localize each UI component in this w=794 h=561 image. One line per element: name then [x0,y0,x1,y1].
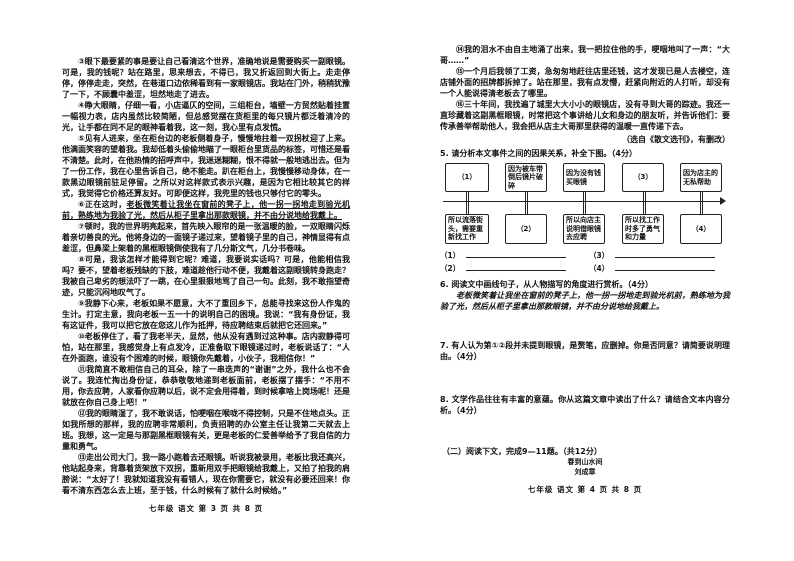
paragraph-4: ④睁大眼睛，仔细一看，小店逼仄的空间，三组柜台，墙壁一方贸然贴着挂置一幅视力表，… [62,101,350,132]
cause-box-1: （1） [445,163,489,192]
timeline-arrow [443,201,720,202]
answer-line[interactable] [466,251,567,258]
paragraph-3: ③眼下最要紧的事是要让自己看清这个世界，准确地说是需要购买一副眼镜。可是，我的钱… [62,57,350,99]
section-2-title-block: 春到山水间 刘成章 [440,457,730,477]
question-6-block: 6. 阅读文中画线句子，从人物描写的角度进行赏析。（4分） 老板微笑着让我坐在窗… [440,279,730,312]
right-text-column: ⑭我的泪水不由自主地涌了出来，我一把拉住他的手，哽咽地叫了一声：“大哥……” ⑮… [440,44,730,159]
page-footer-3: 七年级 语文 第 3 页 共 8 页 [148,504,264,513]
answer-blank-3[interactable]: （3） [589,251,730,261]
section-2-heading: （二）阅读下文，完成9—11题。（共12分） [442,447,602,456]
cause-box-2: 因为被车带倒后镜片破碎 [505,163,547,192]
page-footer-4: 七年级 语文 第 4 页 共 8 页 [527,485,643,494]
cause-box-3: 因为没有钱买眼镜 [563,163,605,192]
connector [643,191,646,215]
paragraph-12: ⑫我的眼睛湿了，我不敢说话，怕哽咽在喉咙不得控制，只是不住地点头。正如我所想的那… [62,409,350,451]
connector [583,191,586,215]
answer-line[interactable] [615,251,716,258]
paragraph-16: ⑯三十年间，我找遍了城里大大小小的眼镜店，没有寻到大哥的踪迹。我还一直珍藏着这副… [440,100,730,131]
paragraph-13: ⑬走出公司大门，我一路小跑着去还眼镜。听说我被录用，老板比我还高兴，他站起身来，… [62,453,350,495]
right-page: ⑭我的泪水不由自主地涌了出来，我一把拉住他的手，哽咽地叫了一声：“大哥……” ⑮… [440,44,730,495]
blank-label: （3） [589,251,610,260]
section-2-author: 刘成章 [574,468,596,476]
paragraph-5: ⑤见有人进来，坐在柜台边的老板侧着身子，慢慢地拄着一双拐杖迎了上来。他满面笑容的… [62,134,350,198]
connector [466,191,469,215]
left-page: ③眼下最要紧的事是要让自己看清这个世界，准确地说是需要购买一副眼镜。可是，我的钱… [62,56,350,514]
paragraph-10: ⑩老板停住了，看了我老半天，显然，他从没有遇到过这种事。店内寂静得可怕，站在那里… [62,332,350,363]
section-2-block: （二）阅读下文，完成9—11题。（共12分） [440,446,730,457]
arrow-head-icon [720,197,726,205]
cause-box-4: （3） [622,163,664,192]
blank-label: （4） [589,264,610,273]
question-5: 5. 请分析本文事件之间的因果关系，补全下图。（4分） [440,149,637,158]
paragraph-8: ⑧可是，我该怎样才能得到它呢？难道，我要说实话吗？可是，他能相信我吗？要不，望着… [62,255,350,297]
cause-box-5: 因为店主的无私帮助 [680,163,722,192]
paragraph-7: ⑦顿时，我的世界明亮起来，首先映入眼帘的是一张温暖的脸，一双眼睛闪烁着亲切善良的… [62,222,350,253]
connector [700,191,703,215]
effect-box-2: （2） [505,214,547,244]
paragraph-6: ⑥正在这时，老板微笑着让我坐在窗前的凳子上，他一拐一拐地走到验光机前，熟练地为我… [62,199,350,221]
answer-blank-1[interactable]: （1） [440,251,589,261]
answer-blank-2[interactable]: （2） [440,264,589,274]
paragraph-9: ⑨我静下心来，老板如果不愿意，大不了重回乡下，总能寻找来这份人作鬼的生计。打定主… [62,299,350,330]
blank-label: （1） [440,251,461,260]
question-8: 8. 文学作品往往有丰富的意蕴。你从这篇文章中读出了什么？请结合文本内容分析。（… [440,395,730,415]
question-7-block: 7. 有人认为第①②段并未提到眼镜，是赘笔，应删掉。你是否同意？请简要说明理由。… [440,340,730,362]
paragraph-15: ⑮一个月后我领了工资，急匆匆地赶往店里还钱，这才发现已是人去楼空，连店铺外面的招… [440,67,730,98]
question-7: 7. 有人认为第①②段并未提到眼镜，是赘笔，应删掉。你是否同意？请简要说明理由。… [440,341,730,361]
answer-line[interactable] [466,264,567,271]
answer-blanks: （1） （3） （2） （4） [440,251,730,274]
underlined-sentence: 老板微笑着让我坐在窗前的凳子上，他一拐一拐地走到验光机前，熟练地为我验了光，然后… [62,200,351,220]
question-8-block: 8. 文学作品往往有丰富的意蕴。你从这篇文章中读出了什么？请结合文本内容分析。（… [440,394,730,416]
answer-line[interactable] [615,264,716,271]
effect-box-5: （4） [680,214,722,244]
effect-box-4: 所以找工作时多了勇气和力量 [622,214,664,244]
source-note: （选自《散文选刊》，有删改） [622,135,730,144]
section-2-title: 春到山水间 [567,458,603,466]
paragraph-6-lead: ⑥正在这时， [78,200,127,209]
paragraph-11: ⑪我简直不敢相信自己的耳朵，除了一串迭声的“谢谢”之外，我什么也不会说了。我连忙… [62,365,350,407]
cause-effect-diagram: （1） 因为被车带倒后镜片破碎 因为没有钱买眼镜 （3） 因为店主的无私帮助 所… [440,163,730,245]
answer-blank-4[interactable]: （4） [589,264,730,274]
connector [525,191,528,215]
question-6-quote: 老板微笑着让我坐在窗前的凳子上，他一拐一拐地走到验光机前，熟练地为我验了光，然后… [440,291,730,311]
blank-label: （2） [440,264,461,273]
question-6: 6. 阅读文中画线句子，从人物描写的角度进行赏析。（4分） [440,280,653,289]
effect-box-3: 所以向店主说明借眼镜去应聘 [563,214,605,244]
paragraph-14: ⑭我的泪水不由自主地涌了出来，我一把拉住他的手，哽咽地叫了一声：“大哥……” [440,45,730,65]
effect-box-1: 所以流落街头，需要重新找工作 [445,214,489,244]
left-text-column: ③眼下最要紧的事是要让自己看清这个世界，准确地说是需要购买一副眼镜。可是，我的钱… [62,56,350,496]
